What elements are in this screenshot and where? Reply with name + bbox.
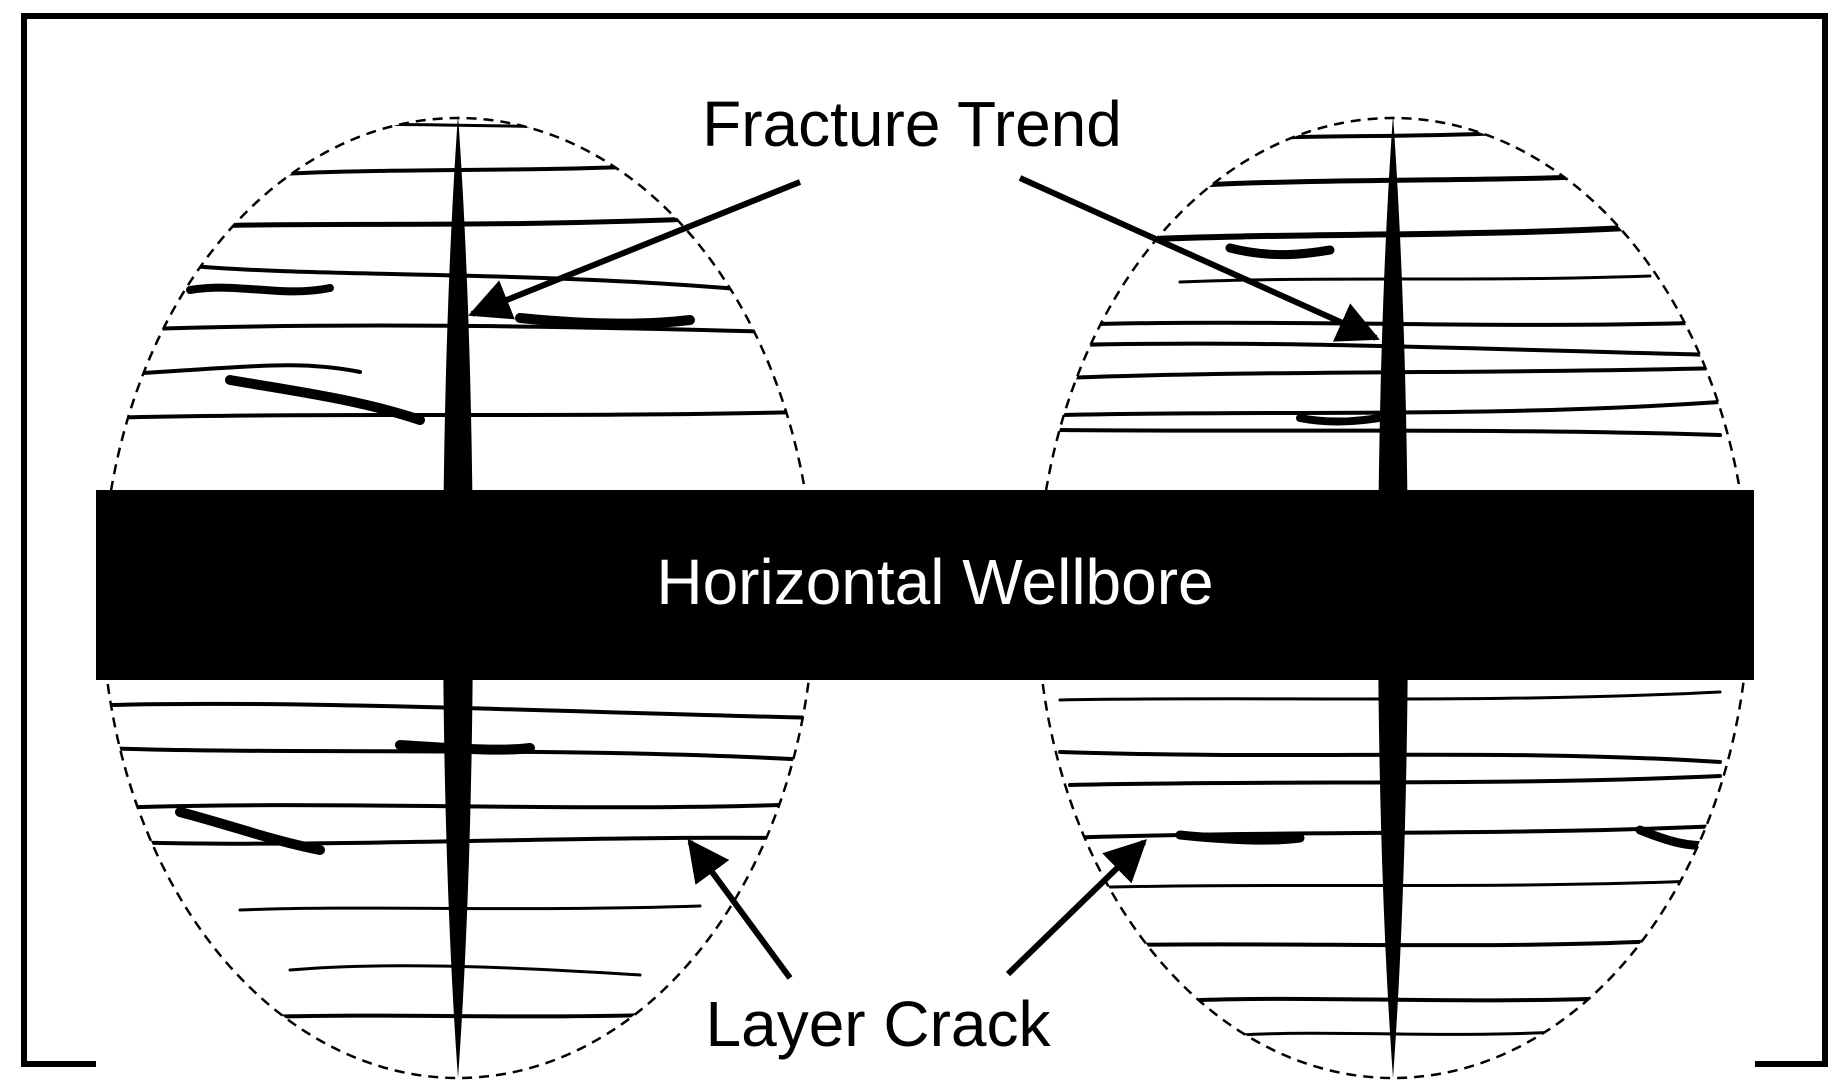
fracture-trend-arrow-left [468,179,802,320]
fracture-zone-right [1035,115,1751,1080]
fracture-trend-label: Fracture Trend [702,88,1122,160]
horizontal-wellbore [96,490,1754,680]
outer-frame [21,13,1828,1067]
layer-crack-arrow-left [687,838,793,980]
layer-crack-label: Layer Crack [706,988,1052,1060]
layer-cracks-left [102,122,814,1020]
fracture-zone-left [100,115,816,1080]
wellbore-label: Horizontal Wellbore [656,546,1213,618]
fracture-trend-arrow-right [1018,175,1380,342]
layer-crack-arrow-right [1005,839,1148,977]
